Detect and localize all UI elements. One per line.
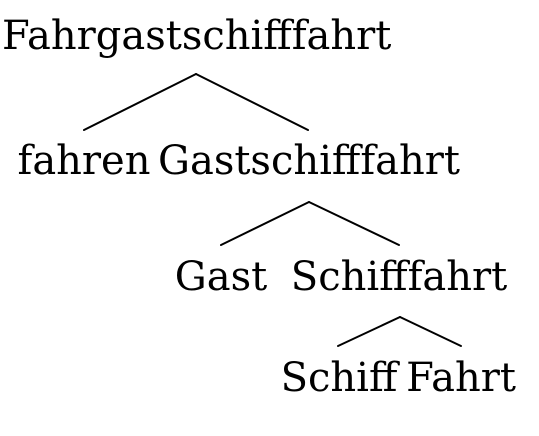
- node-root: Fahrgastschifffahrt: [2, 13, 391, 59]
- edge-root-fahren: [83, 73, 197, 131]
- edge-gastschifffahrt-schifffahrt: [308, 201, 400, 246]
- edge-schifffahrt-fahrt: [399, 316, 462, 347]
- edge-root-gastschifffahrt: [195, 73, 309, 131]
- node-gastschifffahrt: Gastschifffahrt: [158, 138, 460, 184]
- node-gast: Gast: [175, 254, 267, 300]
- edge-gastschifffahrt-gast: [220, 201, 310, 246]
- node-schiff: Schiff: [281, 355, 400, 401]
- edge-schifffahrt-schiff: [337, 316, 401, 347]
- node-fahrt: Fahrt: [406, 355, 516, 401]
- node-schifffahrt: Schifffahrt: [291, 254, 507, 300]
- node-fahren: fahren: [18, 138, 151, 184]
